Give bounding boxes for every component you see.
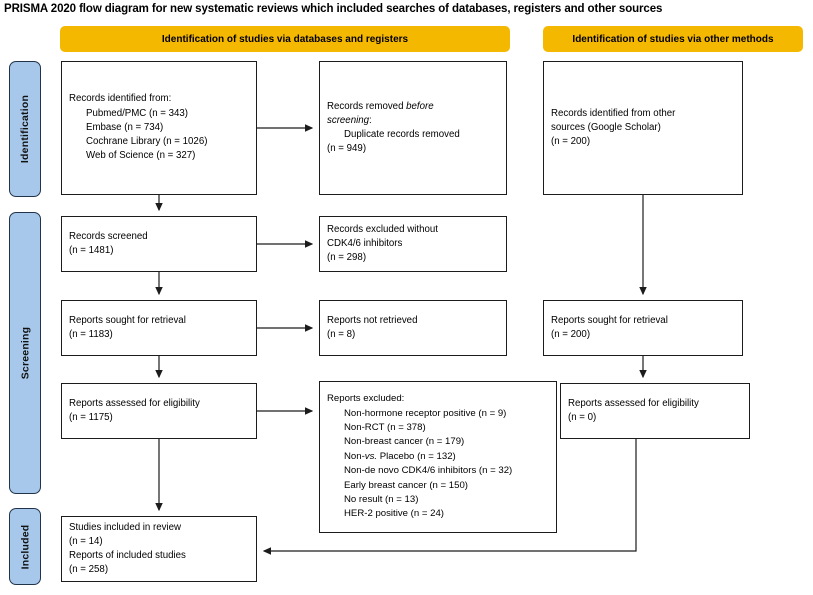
box-reports-assessed-for-eligibility: Reports assessed for eligibility (n = 11… (61, 383, 257, 439)
box-reports-not-retrieved: Reports not retrieved (n = 8) (319, 300, 507, 356)
box-reports-excluded: Reports excluded: Non-hormone receptor p… (319, 381, 557, 533)
reports-assessed-right-label: Reports assessed for eligibility (568, 397, 699, 409)
page-title: PRISMA 2020 flow diagram for new systema… (4, 3, 663, 15)
reports-not-retrieved-label: Reports not retrieved (327, 314, 418, 326)
box-studies-included-in-review: Studies included in review (n = 14) Repo… (61, 516, 257, 582)
stage-label-identification-text: Identification (19, 94, 32, 164)
studies-included-count1: (n = 14) (69, 535, 103, 547)
studies-included-line1: Studies included in review (69, 521, 182, 533)
reports-excluded-item-2: Non-RCT (n = 378) (344, 421, 426, 433)
reports-assessed-label: Reports assessed for eligibility (69, 397, 200, 409)
records-identified-heading: Records identified from: (69, 93, 172, 105)
stage-label-included-text: Included (19, 524, 31, 569)
header-bar-other-methods-label: Identification of studies via other meth… (572, 33, 774, 45)
box-records-removed-before-screening: Records removed before screening: Duplic… (319, 61, 507, 195)
reports-assessed-count: (n = 1175) (69, 412, 113, 423)
reports-excluded-item-3: Non-breast cancer (n = 179) (344, 436, 465, 448)
box-records-identified: Records identified from: Pubmed/PMC (n =… (61, 61, 257, 195)
reports-sought-label: Reports sought for retrieval (69, 314, 186, 326)
box-reports-sought-for-retrieval-other: Reports sought for retrieval (n = 200) (543, 300, 743, 356)
records-identified-item-pubmed: Pubmed/PMC (n = 343) (86, 107, 189, 119)
header-bar-databases-label: Identification of studies via databases … (161, 33, 409, 45)
records-excluded-count: (n = 298) (327, 252, 367, 264)
studies-included-line2: Reports of included studies (69, 550, 186, 561)
stage-label-screening: Screening (9, 212, 41, 494)
reports-sought-right-label: Reports sought for retrieval (551, 314, 668, 326)
box-reports-assessed-for-eligibility-other: Reports assessed for eligibility (n = 0) (560, 383, 750, 439)
box-reports-sought-for-retrieval: Reports sought for retrieval (n = 1183) (61, 300, 257, 356)
reports-sought-count: (n = 1183) (69, 329, 113, 340)
records-removed-count: (n = 949) (327, 143, 367, 155)
stage-label-screening-text: Screening (19, 326, 32, 380)
reports-excluded-item-7: No result (n = 13) (344, 494, 419, 506)
records-removed-line2: screening: (327, 114, 372, 126)
records-removed-item: Duplicate records removed (344, 129, 460, 140)
reports-excluded-item-4: Non-vs. Placebo (n = 132) (344, 450, 456, 462)
reports-excluded-item-1: Non-hormone receptor positive (n = 9) (344, 407, 507, 419)
header-bar-other-methods: Identification of studies via other meth… (543, 26, 803, 52)
records-screened-label: Records screened (69, 230, 148, 242)
other-sources-count: (n = 200) (551, 136, 591, 148)
other-sources-line2: sources (Google Scholar) (551, 121, 661, 133)
stage-label-included: Included (9, 508, 41, 585)
header-bar-databases: Identification of studies via databases … (60, 26, 510, 52)
reports-assessed-right-count: (n = 0) (568, 412, 597, 423)
records-excluded-line1: Records excluded without (327, 223, 438, 235)
records-removed-line1: Records removed before (327, 100, 434, 112)
records-excluded-line2: CDK4/6 inhibitors (327, 237, 403, 249)
box-records-screened: Records screened (n = 1481) (61, 216, 257, 272)
reports-not-retrieved-count: (n = 8) (327, 329, 356, 340)
records-screened-count: (n = 1481) (69, 245, 114, 256)
records-identified-item-embase: Embase (n = 734) (86, 121, 164, 133)
reports-excluded-item-5: Non-de novo CDK4/6 inhibitors (n = 32) (344, 465, 513, 477)
box-records-identified-other-sources: Records identified from other sources (G… (543, 61, 743, 195)
reports-excluded-item-6: Early breast cancer (n = 150) (344, 479, 468, 491)
records-identified-item-cochrane: Cochrane Library (n = 1026) (86, 136, 208, 148)
reports-sought-right-count: (n = 200) (551, 329, 591, 340)
box-records-excluded: Records excluded without CDK4/6 inhibito… (319, 216, 507, 272)
reports-excluded-heading: Reports excluded: (327, 393, 405, 405)
reports-excluded-item-8: HER-2 positive (n = 24) (344, 508, 444, 520)
studies-included-count2: (n = 258) (69, 564, 109, 576)
records-identified-item-wos: Web of Science (n = 327) (86, 150, 196, 162)
other-sources-line1: Records identified from other (551, 107, 676, 119)
stage-label-identification: Identification (9, 61, 41, 197)
